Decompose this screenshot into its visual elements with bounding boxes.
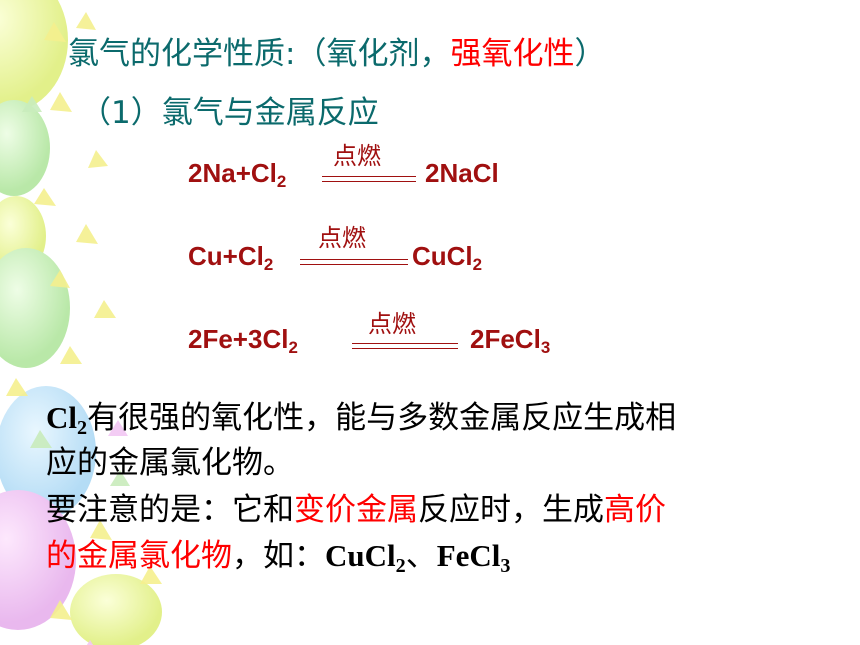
- paragraph-2-line-1: 要注意的是：它和变价金属反应时，生成高价: [46, 492, 666, 528]
- title-lead: 氯气的化学性质:（: [68, 36, 327, 72]
- confetti-triangle: [44, 22, 66, 42]
- reaction-1-lhs: 2Na+Cl2: [188, 158, 287, 192]
- confetti-triangle: [60, 346, 82, 364]
- confetti-triangle: [108, 420, 128, 436]
- confetti-triangle: [6, 378, 28, 396]
- balloon-pink: [0, 490, 76, 630]
- paragraph-1-line-1: Cl2有很强的氧化性，能与多数金属反应生成相: [46, 400, 677, 440]
- title-strong-oxidation: 强氧化性: [450, 36, 575, 72]
- confetti-triangle: [50, 600, 72, 620]
- section-heading: （1）氯气与金属反应: [80, 95, 379, 131]
- highlight-metal-chloride: 的金属氯化物: [46, 538, 232, 574]
- highlight-high-valence: 高价: [604, 492, 666, 528]
- highlight-variable-valence-metal: 变价金属: [294, 492, 418, 528]
- page-title: 氯气的化学性质:（氧化剂，强氧化性）: [68, 28, 605, 73]
- reaction-3-condition: 点燃: [368, 310, 416, 338]
- reaction-2-lhs: Cu+Cl2: [188, 241, 274, 275]
- title-oxidant: 氧化剂，: [326, 36, 451, 72]
- confetti-triangle: [30, 430, 52, 448]
- title-tail: ）: [574, 36, 606, 72]
- reaction-2-condition: 点燃: [318, 224, 366, 252]
- reaction-3-lhs: 2Fe+3Cl2: [188, 324, 298, 358]
- confetti-triangle: [34, 188, 56, 206]
- confetti-triangle: [140, 566, 162, 584]
- balloon-yellow-top: [0, 0, 68, 112]
- reaction-3-rhs: 2FeCl3: [470, 324, 551, 358]
- reaction-1-rhs: 2NaCl: [425, 158, 499, 188]
- balloon-yellow-bottom: [70, 574, 162, 645]
- paragraph-2-line-2: 的金属氯化物，如：CuCl2、FeCl3: [46, 538, 511, 578]
- reaction-2-equals-sign: [300, 259, 408, 265]
- reaction-1-condition: 点燃: [333, 142, 381, 170]
- confetti-triangle: [88, 150, 108, 168]
- reaction-3-equals-sign: [352, 343, 458, 349]
- balloon-blue: [0, 386, 96, 518]
- balloon-green-lower: [0, 248, 70, 368]
- confetti-triangle: [86, 640, 94, 645]
- confetti-triangle: [94, 300, 116, 318]
- paragraph-1-line-2: 应的金属氯化物。: [46, 445, 294, 481]
- confetti-triangle: [110, 470, 130, 486]
- balloon-green-left: [0, 100, 50, 196]
- reaction-2-rhs: CuCl2: [412, 241, 483, 275]
- confetti-triangle: [50, 270, 70, 288]
- confetti-triangle: [90, 520, 112, 540]
- confetti-triangle: [50, 92, 72, 112]
- confetti-triangle: [22, 96, 42, 112]
- confetti-triangle: [76, 224, 98, 244]
- confetti-triangle: [76, 12, 96, 30]
- reaction-1-equals-sign: [322, 176, 416, 182]
